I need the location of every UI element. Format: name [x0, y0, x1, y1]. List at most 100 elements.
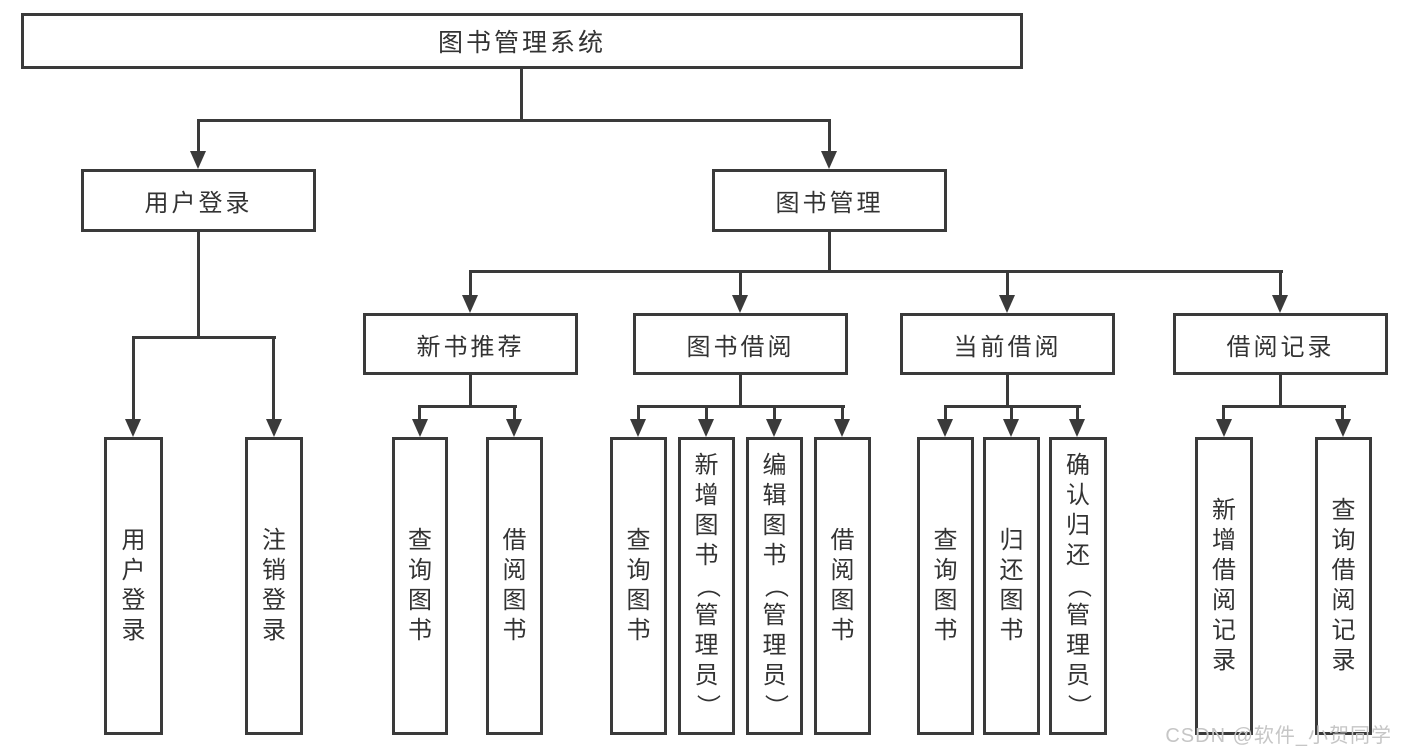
node-label: 查询图书 — [627, 526, 651, 646]
node-label: 图书借阅 — [686, 333, 795, 361]
vertical-char: 阅 — [1331, 587, 1356, 614]
node-user-login: 用户登录 — [81, 169, 316, 232]
connector-line-horizontal — [637, 405, 845, 408]
vertical-char: 借 — [1212, 557, 1236, 584]
vertical-char: 查 — [1331, 497, 1356, 524]
leaf-query-books-1: 查询图书 — [392, 437, 448, 735]
vertical-char: 借 — [1331, 557, 1356, 584]
arrowhead-down-icon — [125, 419, 141, 437]
arrowhead-down-icon — [412, 419, 428, 437]
connector-line-vertical — [637, 408, 640, 421]
vertical-char: 借 — [830, 527, 855, 554]
vertical-char: ） — [1065, 694, 1092, 718]
vertical-char: 确 — [1066, 452, 1090, 479]
arrowhead-down-icon — [821, 151, 837, 169]
connector-line-vertical — [1341, 408, 1344, 421]
node-label: 用户登录 — [122, 526, 146, 646]
leaf-borrow-books-1: 借阅图书 — [486, 437, 543, 735]
vertical-char: ） — [693, 694, 721, 718]
vertical-char: 销 — [262, 557, 286, 584]
arrowhead-down-icon — [630, 419, 646, 437]
arrowhead-down-icon — [1003, 419, 1019, 437]
connector-line-horizontal — [1222, 405, 1346, 408]
node-label: 当前借阅 — [953, 333, 1062, 361]
arrowhead-down-icon — [937, 419, 953, 437]
vertical-char: 员 — [762, 662, 787, 689]
connector-line-vertical — [705, 408, 708, 421]
connector-line-vertical — [1006, 375, 1009, 408]
vertical-char: 户 — [121, 557, 146, 584]
arrowhead-down-icon — [266, 419, 282, 437]
vertical-char: 新 — [694, 452, 719, 479]
node-library-management-system: 图书管理系统 — [21, 13, 1023, 69]
arrowhead-down-icon — [1216, 419, 1232, 437]
connector-line-vertical — [739, 273, 742, 297]
vertical-char: 图 — [626, 587, 651, 614]
connector-line-vertical — [520, 69, 523, 121]
connector-line-vertical — [1222, 408, 1225, 421]
arrowhead-down-icon — [732, 295, 748, 313]
connector-line-vertical — [944, 408, 947, 421]
node-label: 用户登录 — [144, 190, 253, 217]
vertical-char: 录 — [121, 617, 146, 644]
vertical-char: 还 — [1066, 542, 1090, 569]
vertical-char: 借 — [502, 527, 527, 554]
vertical-char: 书 — [408, 617, 432, 644]
vertical-char: 询 — [1331, 527, 1356, 554]
arrowhead-down-icon — [698, 419, 714, 437]
vertical-char: ） — [761, 694, 789, 718]
leaf-borrow-books-2: 借阅图书 — [814, 437, 871, 735]
vertical-char: 询 — [933, 557, 958, 584]
connector-line-vertical — [828, 122, 831, 152]
vertical-char: 录 — [1212, 647, 1236, 674]
connector-line-horizontal — [132, 336, 276, 339]
vertical-char: 登 — [262, 587, 286, 614]
vertical-char: 询 — [408, 557, 432, 584]
arrowhead-down-icon — [766, 419, 782, 437]
arrowhead-down-icon — [190, 151, 206, 169]
vertical-char: 图 — [933, 587, 958, 614]
connector-line-vertical — [469, 375, 472, 408]
connector-line-vertical — [272, 339, 275, 419]
csdn-watermark: CSDN @软件_小贺同学 — [1165, 725, 1392, 747]
node-label: 新增图书（管理员） — [693, 451, 721, 721]
vertical-char: 增 — [694, 482, 719, 509]
node-label: 借阅图书 — [831, 526, 855, 646]
connector-line-vertical — [132, 339, 135, 419]
connector-line-vertical — [418, 408, 421, 421]
vertical-char: 录 — [262, 617, 286, 644]
vertical-char: 图 — [502, 587, 527, 614]
leaf-add-borrow-record: 新增借阅记录 — [1195, 437, 1253, 735]
node-new-book-recommendation: 新书推荐 — [363, 313, 578, 375]
arrowhead-down-icon — [462, 295, 478, 313]
node-label: 查询借阅记录 — [1332, 496, 1356, 676]
vertical-char: 阅 — [830, 557, 855, 584]
node-label: 图书管理 — [775, 190, 884, 217]
vertical-char: 辑 — [762, 482, 787, 509]
connector-line-vertical — [1076, 408, 1079, 421]
arrowhead-down-icon — [506, 419, 522, 437]
vertical-char: 归 — [999, 527, 1024, 554]
vertical-char: 书 — [694, 542, 719, 569]
connector-line-vertical — [828, 232, 831, 273]
leaf-confirm-return-admin: 确认归还（管理员） — [1049, 437, 1107, 735]
connector-line-vertical — [841, 408, 844, 421]
node-label: 归还图书 — [1000, 526, 1024, 646]
arrowhead-down-icon — [834, 419, 850, 437]
vertical-char: 登 — [121, 587, 146, 614]
vertical-char: 增 — [1212, 527, 1236, 554]
vertical-char: 查 — [626, 527, 651, 554]
node-label: 编辑图书（管理员） — [761, 451, 789, 721]
vertical-char: 记 — [1212, 617, 1236, 644]
vertical-char: 图 — [694, 512, 719, 539]
vertical-char: 书 — [830, 617, 855, 644]
vertical-char: 理 — [762, 632, 787, 659]
node-label: 借阅图书 — [503, 526, 527, 646]
node-borrowing-records: 借阅记录 — [1173, 313, 1388, 375]
connector-line-horizontal — [944, 405, 1081, 408]
vertical-char: 图 — [830, 587, 855, 614]
leaf-return-books: 归还图书 — [983, 437, 1040, 735]
node-label: 查询图书 — [408, 526, 432, 646]
connector-line-horizontal — [197, 119, 831, 122]
connector-line-vertical — [197, 122, 200, 152]
